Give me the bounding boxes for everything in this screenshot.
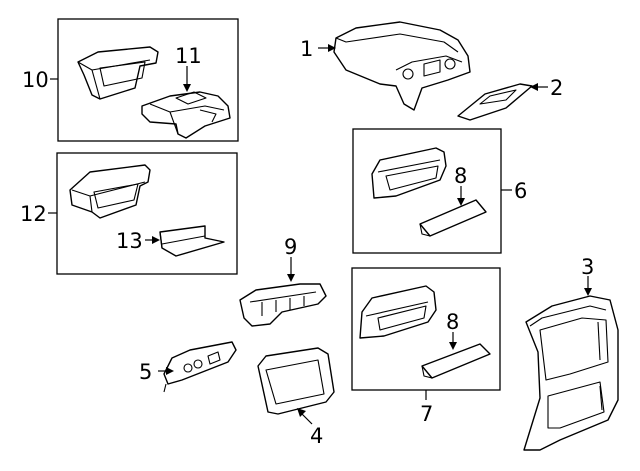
- part-8-pad-lower: [421, 343, 491, 379]
- callout-12: 12: [20, 202, 47, 226]
- callout-5: 5: [139, 360, 152, 384]
- callout-8-upper: 8: [454, 164, 467, 188]
- part-11-bracket: [141, 91, 231, 139]
- leader-lines: [48, 44, 592, 425]
- callout-8-lower: 8: [446, 310, 459, 334]
- callout-11: 11: [175, 44, 202, 68]
- part-4-display-frame: [257, 347, 335, 415]
- callout-3: 3: [581, 255, 594, 279]
- callout-4: 4: [310, 424, 323, 448]
- group-box-6: [352, 128, 502, 254]
- part-13-pad: [159, 225, 225, 257]
- part-6-tray: [371, 147, 447, 199]
- callout-13: 13: [116, 229, 143, 253]
- part-1-console-lid: [333, 21, 471, 111]
- part-3-side-panel: [523, 295, 619, 451]
- part-5-switch-panel: [163, 341, 237, 393]
- part-7-tray: [359, 285, 437, 339]
- part-8-pad-upper: [419, 199, 487, 237]
- group-box-10-11: [57, 18, 239, 142]
- callout-1: 1: [300, 37, 313, 61]
- callout-10: 10: [22, 68, 49, 92]
- callout-6: 6: [514, 179, 527, 203]
- part-12-storage-tray: [69, 164, 151, 219]
- part-9-vent-panel: [239, 283, 327, 327]
- callout-7: 7: [420, 402, 433, 426]
- part-10-storage-tray: [77, 46, 159, 100]
- callout-2: 2: [550, 76, 563, 100]
- callout-9: 9: [284, 235, 297, 259]
- part-2-trim-plate: [457, 83, 533, 121]
